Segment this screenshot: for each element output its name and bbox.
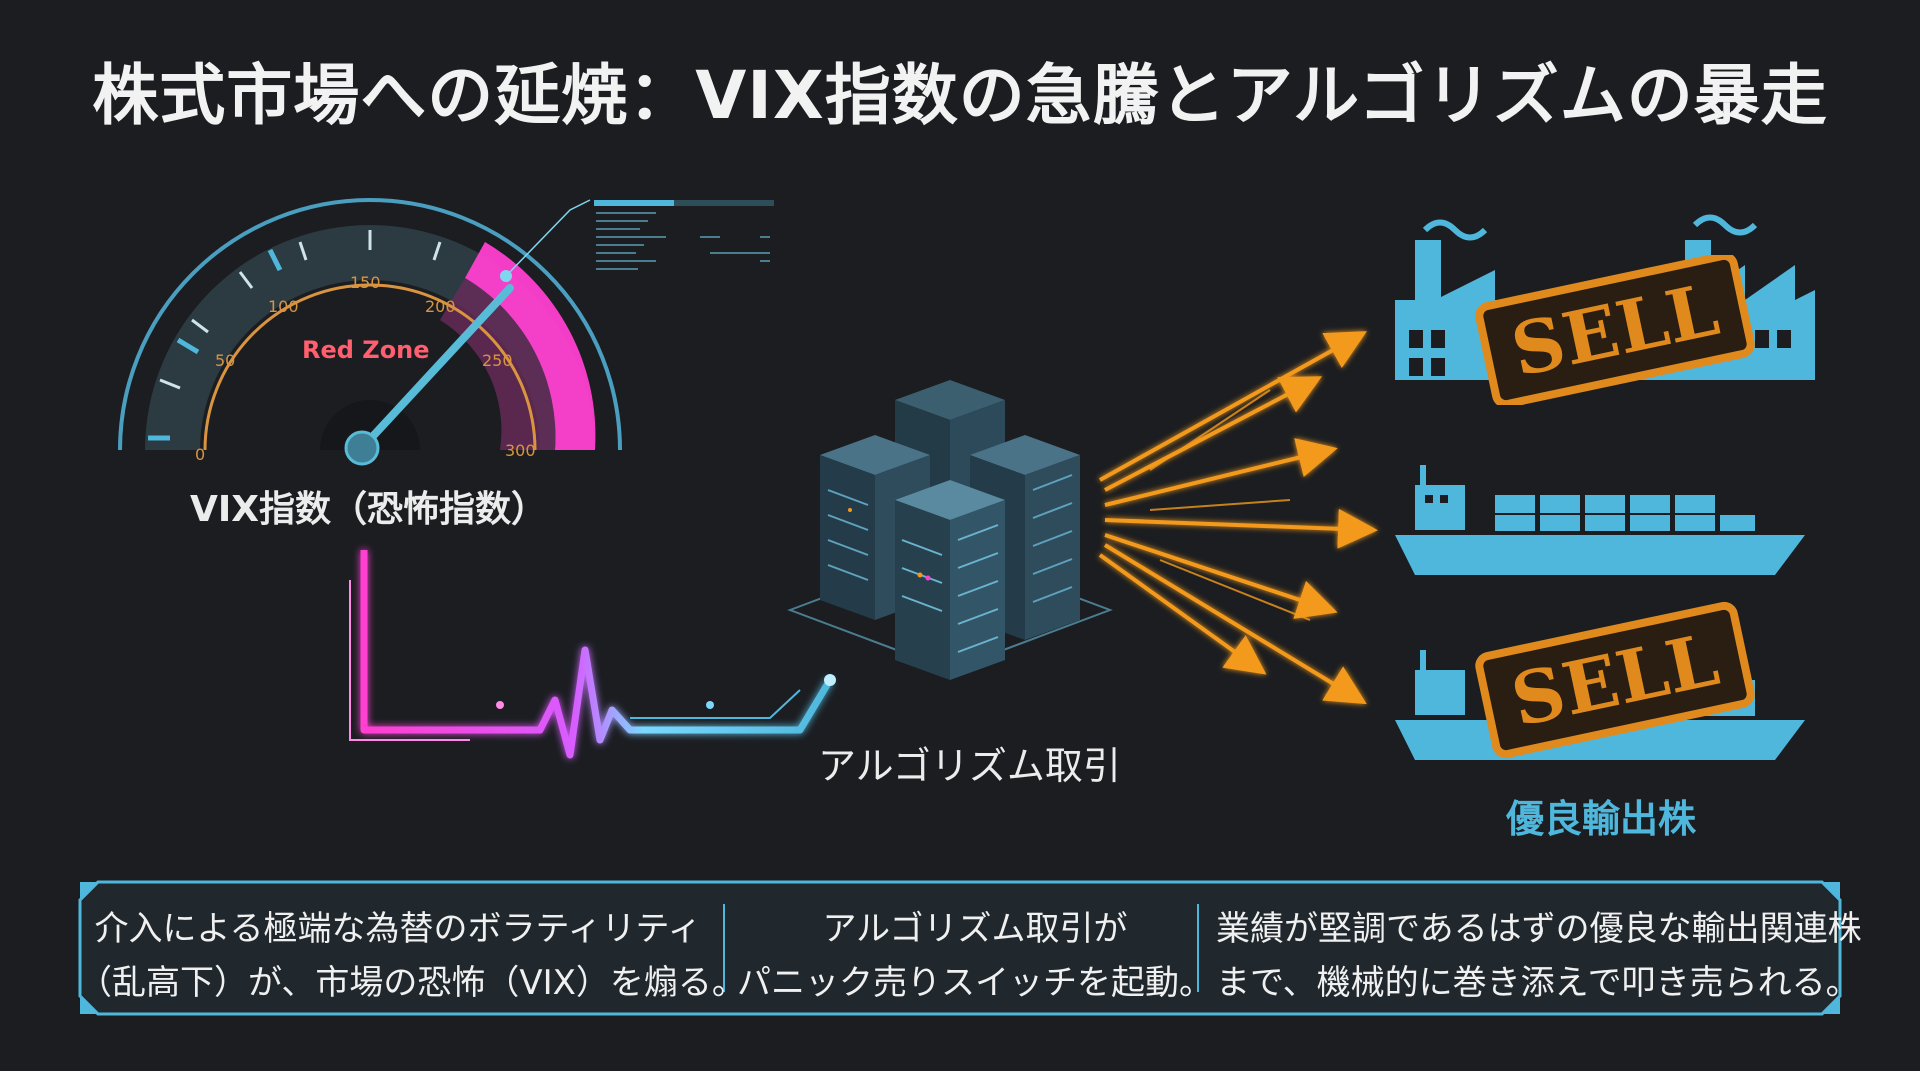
tick-label-150: 150 xyxy=(350,273,381,292)
tick-label-0: 0 xyxy=(195,445,205,464)
summary-col-vix-line-1: 介入による極端な為替のボラティリティ xyxy=(94,909,702,949)
gauge-red-zone xyxy=(465,242,596,450)
arrow-1 xyxy=(1099,331,1367,482)
gauge-ticks xyxy=(159,230,442,390)
summary-panel: 介入による極端な為替のボラティリティ （乱高下）が、市場の恐怖（VIX）を煽る。… xyxy=(78,880,1862,1016)
sell-stamp-2: SELL xyxy=(1475,601,1755,759)
red-zone-label: Red Zone xyxy=(302,336,430,364)
server-rack-front xyxy=(895,480,1005,680)
page-title: 株式市場への延焼：VIX指数の急騰とアルゴリズムの暴走 xyxy=(92,57,1828,134)
signal-trace-thin xyxy=(349,580,470,741)
signal-trace-cyan xyxy=(630,689,801,719)
signal-trace xyxy=(360,550,834,759)
export-stocks-label: 優良輸出株 xyxy=(1506,797,1697,841)
summary-col-vix: 介入による極端な為替のボラティリティ （乱高下）が、市場の恐怖（VIX）を煽る。 xyxy=(78,902,746,1010)
tick-label-50: 50 xyxy=(215,351,235,370)
arrow-3 xyxy=(1104,438,1338,507)
gauge-needle xyxy=(358,284,514,452)
gauge-pointer-line xyxy=(505,199,591,277)
signal-node xyxy=(496,701,504,709)
gauge-outer-arc xyxy=(118,198,622,451)
cargo-ship-icon-1 xyxy=(1395,465,1805,575)
summary-col-exports: 業績が堅調であるはずの優良な輸出関連株 まで、機械的に巻き添えで叩き売られる。 xyxy=(1216,902,1862,1010)
sell-stamp-1: SELL xyxy=(1475,255,1755,405)
gauge-inner-arc xyxy=(203,283,537,451)
arrow-7 xyxy=(1098,553,1267,675)
summary-col-exports-line-2: まで、機械的に巻き添えで叩き売られる。 xyxy=(1216,963,1860,1003)
tick-label-100: 100 xyxy=(268,297,299,316)
summary-col-algo-line-1: アルゴリズム取引が xyxy=(822,909,1128,949)
algo-servers-icon xyxy=(787,380,1113,680)
signal-line xyxy=(349,550,836,759)
summary-col-algo: アルゴリズム取引が パニック売りスイッチを起動。 xyxy=(730,902,1220,1010)
arrow-2 xyxy=(1104,376,1323,492)
gauge-red-zone-glow xyxy=(440,278,556,450)
summary-col-vix-line-2: （乱高下）が、市場の恐怖（VIX）を煽る。 xyxy=(78,963,746,1003)
algo-trading-label: アルゴリズム取引 xyxy=(818,744,1121,788)
arrow-4 xyxy=(1104,508,1378,549)
summary-col-algo-line-2: パニック売りスイッチを起動。 xyxy=(737,963,1213,1003)
readout-bar xyxy=(594,200,674,206)
tick-label-200: 200 xyxy=(425,297,456,316)
sell-arrows xyxy=(1098,331,1378,705)
arrow-5 xyxy=(1104,533,1338,619)
summary-col-exports-line-1: 業績が堅調であるはずの優良な輸出関連株 xyxy=(1216,909,1862,949)
tick-label-300: 300 xyxy=(505,441,536,460)
vix-label: VIX指数（恐怖指数） xyxy=(190,489,548,530)
data-readout-panel xyxy=(594,200,774,270)
gauge-needle-hub xyxy=(344,430,380,466)
vix-gauge: 0 50 100 150 200 250 300 Red Zone xyxy=(118,198,622,466)
arrow-6 xyxy=(1103,543,1367,705)
tick-label-250: 250 xyxy=(482,351,513,370)
gauge-major-ticks xyxy=(148,248,283,441)
summary-frame xyxy=(78,880,1842,1016)
